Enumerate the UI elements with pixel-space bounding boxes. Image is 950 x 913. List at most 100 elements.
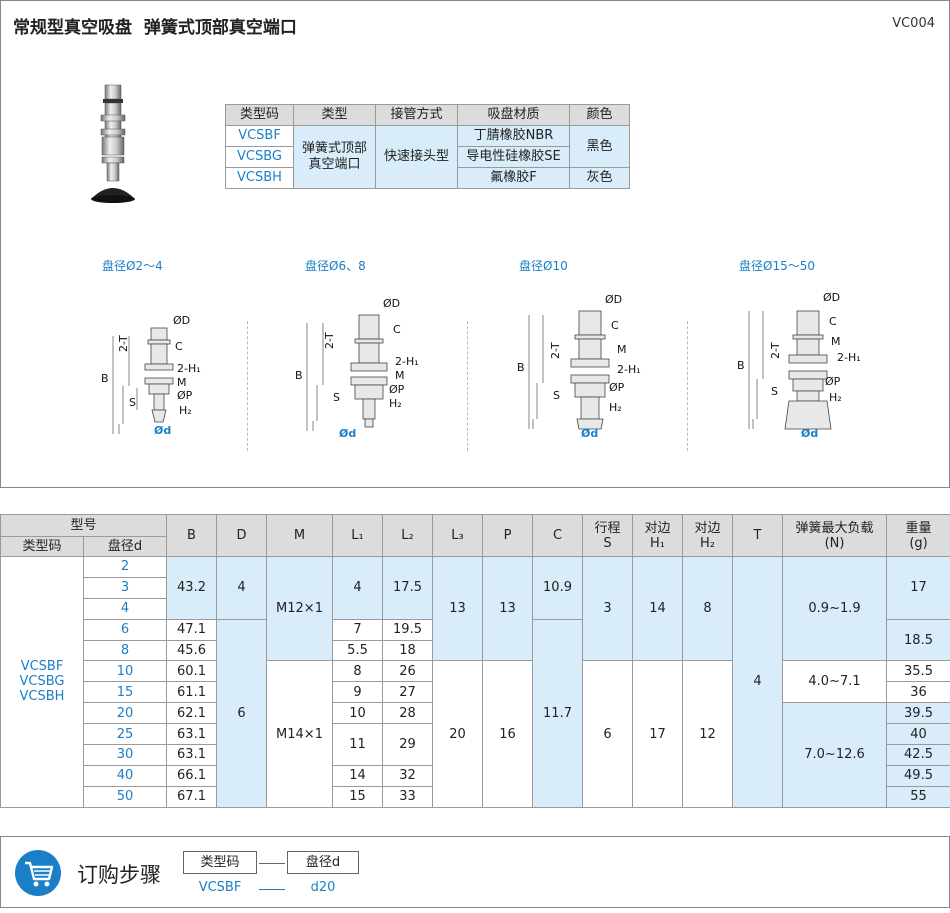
cell-L1: 14	[332, 764, 384, 787]
cell-L1: 15	[332, 785, 384, 808]
diagram-title: 盘径Ø15～50	[739, 259, 815, 273]
dim-label-M: M	[831, 335, 841, 348]
cell-S: 6	[582, 660, 634, 808]
header-B: B	[166, 514, 218, 557]
dim-label-T: 2-T	[323, 332, 336, 349]
type-code-cell: VCSBF VCSBG VCSBH	[0, 556, 84, 808]
diameter-cell: 8	[82, 639, 168, 662]
cell-B: 61.1	[166, 681, 218, 704]
spec-material: 丁腈橡胶NBR	[457, 125, 570, 147]
order-example-diameter: d20	[310, 880, 336, 895]
dim-label-S: S	[553, 389, 560, 402]
dim-label-d: Ød	[154, 424, 171, 437]
dim-label-C: C	[393, 323, 401, 336]
cell-C: 10.9	[532, 556, 584, 620]
cell-S: 3	[582, 555, 634, 662]
cell-L2: 26	[382, 660, 434, 683]
dim-label-P: ØP	[389, 383, 405, 396]
cell-L3: 13	[432, 555, 484, 662]
spec-header-type-code: 类型码	[225, 104, 294, 126]
cell-weight: 18.5	[886, 618, 950, 662]
header-weight: 重量 (g)	[886, 514, 950, 557]
spec-type-code: VCSBG	[225, 146, 294, 168]
dimension-diagram: ØD C M 2-H₁ ØP H₂ Ød B 2-T S	[517, 293, 641, 440]
product-photo	[91, 84, 135, 203]
cell-B: 62.1	[166, 702, 218, 725]
header-model: 型号	[0, 514, 168, 537]
diameter-cell: 25	[82, 723, 168, 746]
cell-weight: 42.5	[886, 744, 950, 766]
spec-type-name: 弹簧式顶部 真空端口	[293, 125, 376, 189]
cell-H1: 14	[632, 555, 684, 662]
header-M: M	[266, 514, 334, 557]
header-L2: L₂	[382, 514, 434, 557]
spec-type-code: VCSBH	[225, 167, 294, 189]
diagram-title: 盘径Ø6、8	[305, 259, 366, 273]
diameter-cell: 20	[82, 702, 168, 725]
cell-M: M12×1	[266, 555, 334, 662]
dim-label-d: Ød	[581, 427, 598, 440]
cell-L1: 4	[332, 556, 384, 620]
page-title: 常规型真空吸盘 弹簧式顶部真空端口	[13, 18, 297, 38]
dim-label-S: S	[771, 385, 778, 398]
diameter-cell: 10	[82, 660, 168, 683]
header-load: 弹簧最大负载 (N)	[782, 514, 888, 557]
product-panel: 常规型真空吸盘 弹簧式顶部真空端口 VC004 类型码 类型 接管方式 吸盘材质…	[0, 0, 950, 488]
dim-label-B: B	[737, 359, 745, 372]
diameter-cell: 2	[82, 556, 168, 578]
diameter-cell: 30	[82, 744, 168, 766]
cell-L2: 17.5	[382, 556, 434, 620]
dim-label-C: C	[611, 319, 619, 332]
divider	[467, 321, 468, 451]
diagram-title: 盘径Ø2～4	[102, 259, 163, 273]
dim-label-D: ØD	[823, 291, 840, 304]
cell-weight: 49.5	[886, 764, 950, 787]
cell-C: 11.7	[532, 618, 584, 808]
dim-label-P: ØP	[825, 375, 841, 388]
dim-label-D: ØD	[605, 293, 622, 306]
cell-L1: 5.5	[332, 639, 384, 662]
spec-header-material: 吸盘材质	[457, 104, 570, 126]
dim-label-T: 2-T	[549, 342, 562, 359]
header-H1: 对边 H₁	[632, 514, 684, 557]
diameter-cell: 3	[82, 576, 168, 599]
order-step-type-code: 类型码	[183, 851, 257, 874]
diameter-cell: 6	[82, 618, 168, 641]
dim-label-D: ØD	[173, 314, 190, 327]
cell-weight: 40	[886, 723, 950, 746]
dimension-diagram: ØD C 2-H₁ M ØP H₂ Ød B 2-T S	[101, 314, 201, 437]
dimension-diagram: ØD C 2-H₁ M ØP H₂ Ød B 2-T S	[295, 297, 419, 440]
order-title: 订购步骤	[77, 863, 161, 887]
dim-label-B: B	[517, 361, 525, 374]
spec-material: 导电性硅橡胶SE	[457, 146, 570, 168]
catalog-code: VC004	[892, 16, 935, 31]
spec-header-connection: 接管方式	[375, 104, 458, 126]
divider	[687, 321, 688, 451]
dim-label-d: Ød	[339, 427, 356, 440]
dim-label-B: B	[101, 372, 109, 385]
dim-label-T: 2-T	[769, 342, 782, 359]
header-L1: L₁	[332, 514, 384, 557]
cell-L2: 18	[382, 639, 434, 662]
cell-D: 4	[216, 556, 268, 620]
cart-icon	[15, 850, 61, 896]
cell-L1: 8	[332, 660, 384, 683]
dim-label-P: ØP	[609, 381, 625, 394]
cell-weight: 35.5	[886, 660, 950, 683]
cell-D: 6	[216, 618, 268, 808]
header-H2: 对边 H₂	[682, 514, 734, 557]
dim-label-B: B	[295, 369, 303, 382]
cell-H1: 17	[632, 660, 684, 808]
cell-H2: 8	[682, 555, 734, 662]
cell-L3: 20	[432, 660, 484, 808]
cell-L2: 32	[382, 764, 434, 787]
diameter-cell: 50	[82, 785, 168, 808]
dim-label-H2: H₂	[829, 391, 842, 404]
cell-weight: 39.5	[886, 702, 950, 725]
spec-color: 灰色	[569, 167, 630, 189]
cell-B: 63.1	[166, 744, 218, 766]
cell-L2: 27	[382, 681, 434, 704]
spec-table: 类型码 类型 接管方式 吸盘材质 颜色 VCSBF 弹簧式顶部 真空端口 快速接…	[225, 104, 630, 189]
cell-B: 43.2	[166, 556, 218, 620]
cell-B: 47.1	[166, 618, 218, 641]
